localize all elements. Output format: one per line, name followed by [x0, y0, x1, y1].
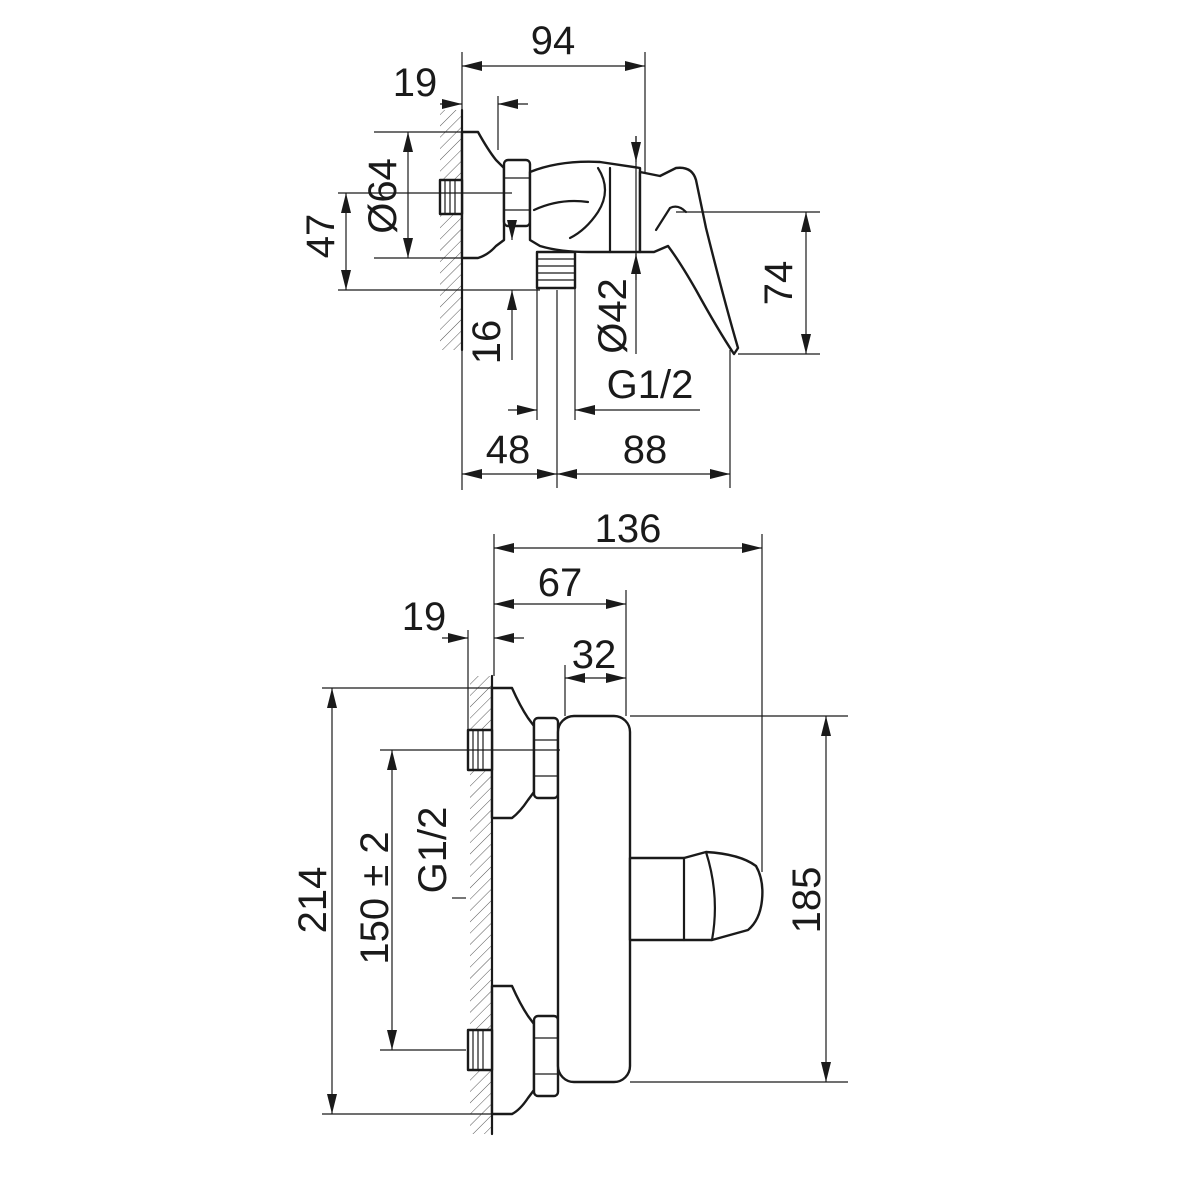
dim-150: 150 ± 2: [353, 831, 397, 964]
dim-88: 88: [623, 428, 668, 472]
dim-67: 67: [538, 561, 583, 605]
dim-32: 32: [572, 633, 617, 677]
dim-214: 214: [291, 867, 335, 934]
front-lower-thread: [466, 1028, 494, 1072]
side-view: 94 19 Ø64 47 16 Ø42 74 G1/2 48 88: [299, 19, 820, 490]
side-lever: [638, 166, 740, 356]
front-lower-escutcheon: [490, 984, 536, 1116]
front-lever: [628, 850, 764, 942]
side-extension-lines: [338, 52, 820, 490]
dim-185: 185: [785, 867, 829, 934]
dim-94: 94: [531, 19, 576, 63]
dim-19-front: 19: [402, 595, 447, 639]
front-view: 136 67 19 32 214 150 ± 2 G1/2 185: [291, 507, 848, 1136]
front-upper-escutcheon: [490, 686, 536, 820]
dim-g12-front: G1/2: [411, 807, 455, 894]
dim-g12-side: G1/2: [607, 363, 694, 407]
dim-74: 74: [757, 261, 801, 306]
dim-dia-64: Ø64: [361, 158, 405, 234]
side-body: [528, 160, 642, 254]
dim-19-side: 19: [393, 61, 438, 105]
side-escutcheon: [460, 130, 506, 260]
dim-16: 16: [465, 320, 509, 365]
front-mixer-body: [556, 714, 632, 1084]
side-inlet-thread: [438, 178, 464, 216]
side-wall: [440, 108, 464, 352]
front-upper-nut: [532, 716, 560, 800]
side-outlet-thread: [535, 250, 577, 290]
dim-48: 48: [486, 428, 531, 472]
dim-136: 136: [595, 507, 662, 551]
front-lower-nut: [532, 1014, 560, 1098]
dim-47: 47: [299, 214, 343, 259]
front-dimension-lines: [327, 543, 831, 1114]
side-dimension-lines: [341, 61, 811, 479]
dim-dia-42: Ø42: [591, 278, 635, 354]
